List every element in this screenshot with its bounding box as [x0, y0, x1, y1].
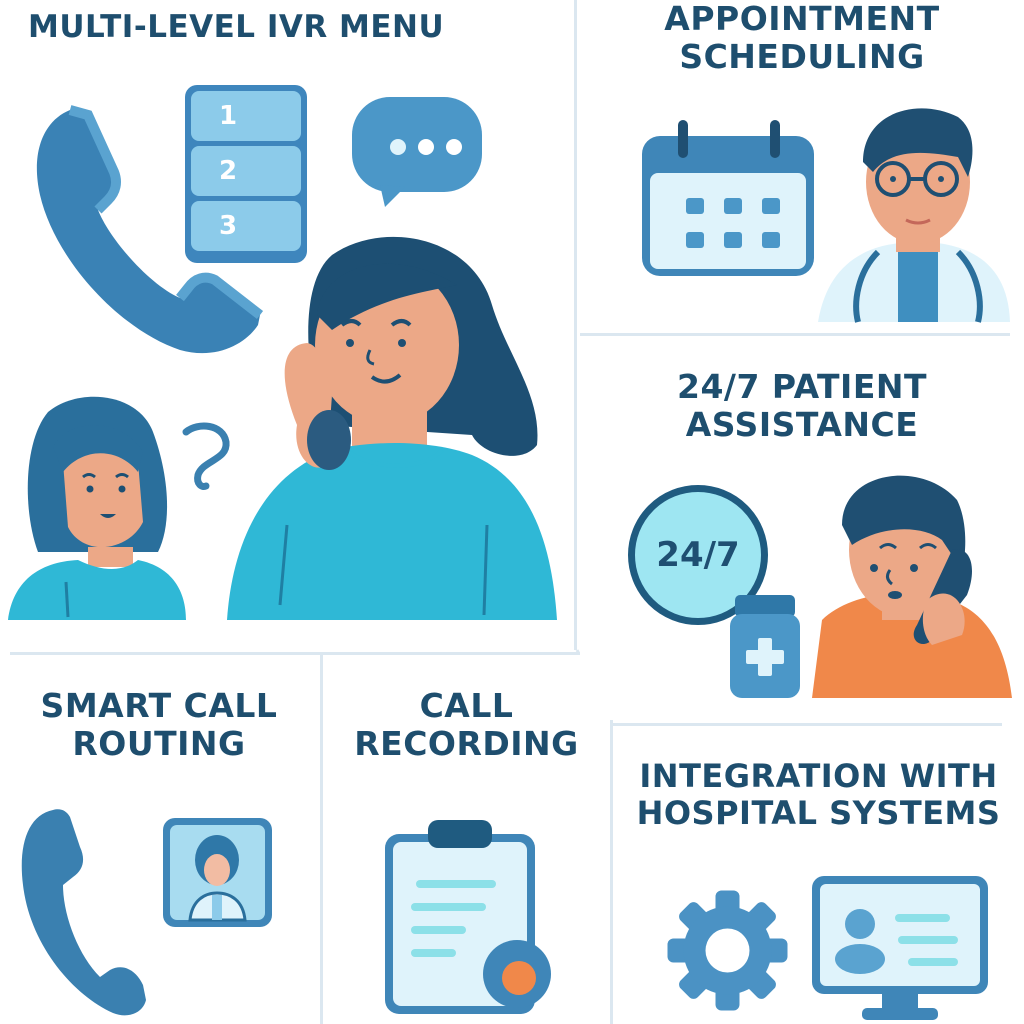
- question-mark-icon: [182, 422, 230, 490]
- panel-title: SMART CALL ROUTING: [0, 687, 318, 763]
- panel-title-line-2: RECORDING: [354, 723, 579, 763]
- phone-handset-icon: [21, 809, 146, 1016]
- doctor-illustration: [818, 108, 1010, 323]
- calendar-icon: [642, 120, 814, 276]
- panel-title-line-2: ASSISTANCE: [685, 404, 919, 444]
- menu-option-1: 1: [191, 91, 301, 141]
- panel-multi-level-ivr-menu: MULTI-LEVEL IVR MENU 1 2 3: [0, 0, 574, 650]
- panel-title-line-2: HOSPITAL SYSTEMS: [636, 793, 1001, 832]
- panel-title-line-2: ROUTING: [72, 723, 246, 763]
- panel-title: 24/7 PATIENT ASSISTANCE: [580, 368, 1024, 444]
- monitor-profile-icon: [812, 876, 988, 1020]
- man-on-phone-illustration: [812, 475, 1012, 698]
- panel-patient-assistance: 24/7 PATIENT ASSISTANCE 24/7: [580, 340, 1024, 720]
- panel-hospital-integration: INTEGRATION WITH HOSPITAL SYSTEMS: [613, 726, 1024, 1024]
- speech-bubble-icon: [352, 97, 482, 207]
- panel-appointment-scheduling: APPOINTMENT SCHEDULING: [580, 0, 1024, 333]
- panel-title-line-2: SCHEDULING: [679, 36, 925, 76]
- phone-handset-icon: [36, 105, 264, 354]
- record-button-icon: [483, 940, 551, 1008]
- panel-title-line-1: SMART CALL: [40, 686, 278, 725]
- menu-option-2: 2: [191, 146, 301, 196]
- horizontal-divider-left: [10, 652, 605, 655]
- horizontal-divider-right-top: [580, 333, 1010, 336]
- gear-icon: [667, 890, 788, 1011]
- woman-on-phone-illustration: [227, 236, 557, 620]
- panel-title: CALL RECORDING: [323, 687, 610, 763]
- panel-title: APPOINTMENT SCHEDULING: [580, 0, 1024, 76]
- medicine-bottle-icon: [730, 595, 800, 698]
- confused-caller-illustration: [8, 396, 186, 620]
- panel-title-line-1: CALL: [419, 686, 514, 725]
- panel-title-line-1: INTEGRATION WITH: [639, 757, 998, 795]
- panel-title-line-1: 24/7 PATIENT: [676, 367, 928, 406]
- vertical-divider-bottom-right: [610, 720, 613, 1024]
- vertical-divider-bottom: [320, 655, 323, 1024]
- menu-option-3: 3: [191, 201, 301, 251]
- ivr-menu-icon: 1 2 3: [185, 85, 307, 263]
- vertical-divider-top: [574, 0, 577, 650]
- badge-text: 24/7: [656, 535, 740, 575]
- panel-smart-call-routing: SMART CALL ROUTING: [0, 655, 320, 1024]
- agent-profile-icon: [163, 818, 272, 927]
- panel-title: MULTI-LEVEL IVR MENU: [28, 9, 445, 45]
- panel-title-line-1: APPOINTMENT: [664, 0, 940, 38]
- horizontal-divider-right-bottom: [612, 723, 1002, 726]
- panel-call-recording: CALL RECORDING: [323, 655, 610, 1024]
- panel-title: INTEGRATION WITH HOSPITAL SYSTEMS: [613, 758, 1024, 832]
